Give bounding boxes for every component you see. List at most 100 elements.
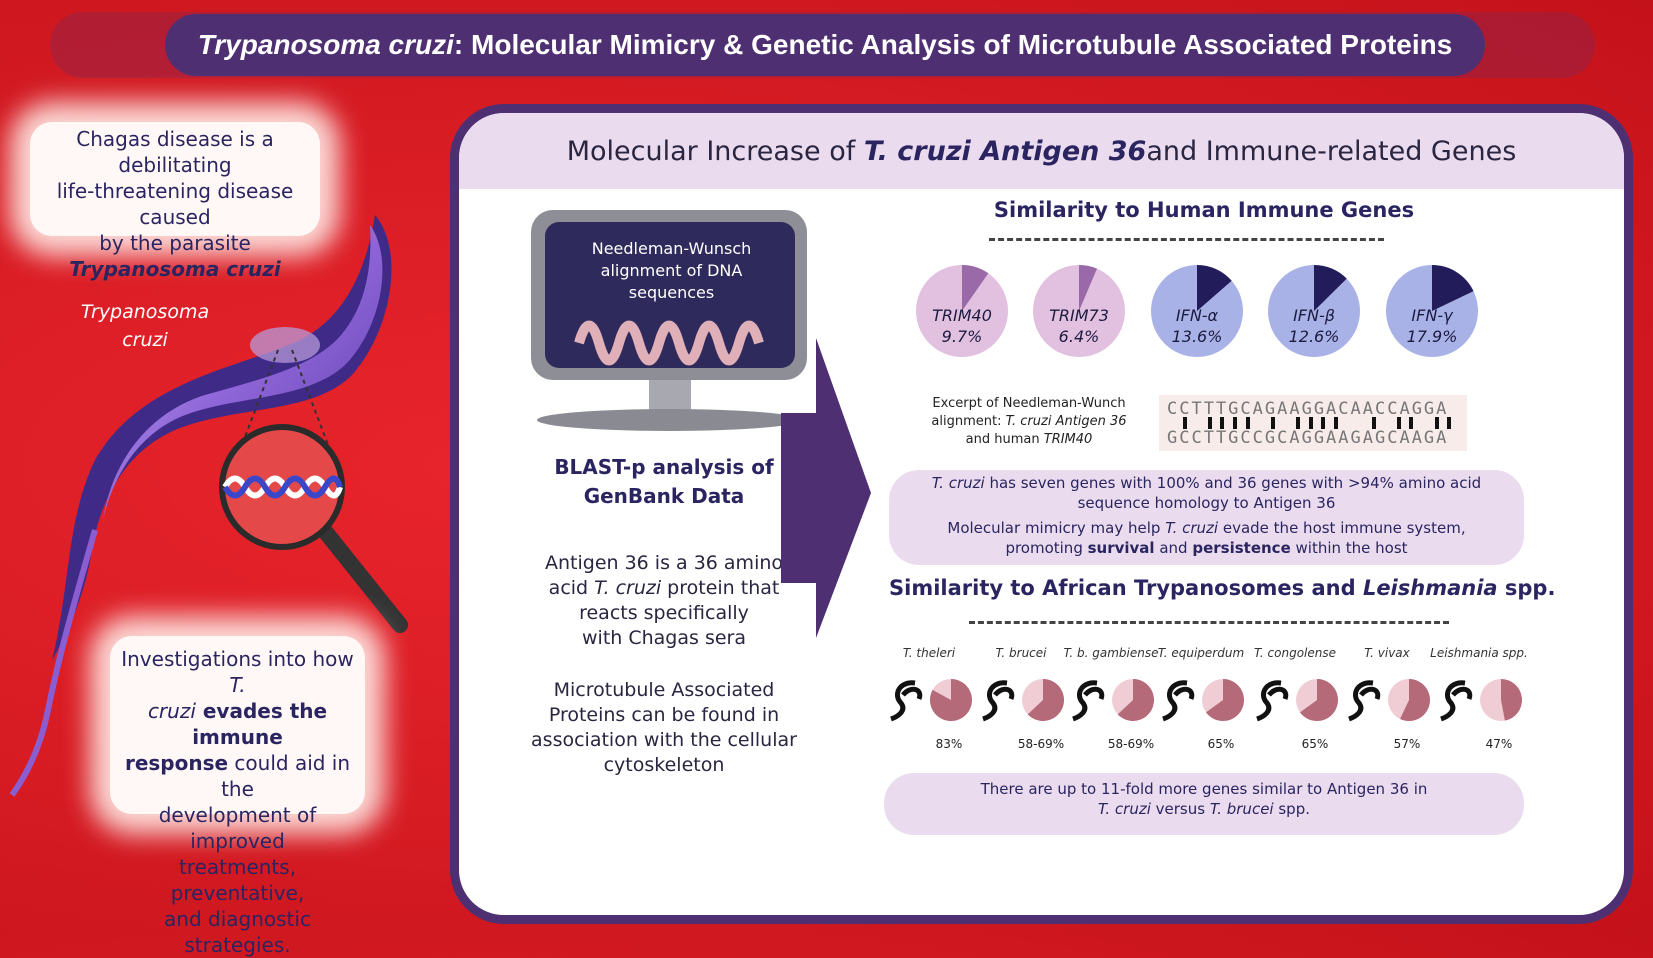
immune-title: Similarity to Human Immune Genes [993, 198, 1415, 222]
pie-slice [962, 265, 989, 311]
match-bar [1270, 417, 1275, 429]
title-rest: : Molecular Mimicry & Genetic Analysis o… [453, 29, 1453, 60]
intro-line: life-threatening disease caused [56, 179, 294, 229]
investigation-line: response could aid in the [110, 750, 365, 802]
investigation-line: Investigations into how T. [110, 646, 365, 698]
alignment-caption-text: alignment: [931, 414, 1006, 429]
trypanosome-icon [1440, 680, 1473, 722]
trypanosome-icon [1162, 680, 1195, 722]
map-line: association with the cellular [531, 729, 797, 751]
antigen-description: Antigen 36 is a 36 amino acid T. cruzi p… [514, 551, 814, 651]
match-bar [1182, 417, 1187, 429]
match-bars [1167, 417, 1467, 431]
dna-strand [222, 475, 343, 499]
alignment-caption-text: and human [965, 432, 1044, 447]
match-bar [1434, 417, 1439, 429]
blast-line: BLAST-p analysis of [554, 455, 774, 479]
pie-slice [1117, 679, 1154, 721]
antigen-line: reacts specifically [579, 602, 749, 624]
species-pie-chart [1256, 679, 1338, 722]
gene-name: IFN-α [1175, 306, 1219, 325]
alignment-caption-line: alignment: T. cruzi Antigen 36 [919, 413, 1139, 431]
antigen-italic: T. cruzi [594, 577, 662, 599]
tryp-divider [969, 621, 1449, 624]
dna-helix-icon [574, 320, 764, 366]
investigation-italic: T. [229, 673, 246, 697]
species-name: T. b. gambiense [1063, 646, 1159, 660]
match-bar [1220, 417, 1225, 429]
parasite-label-line: Trypanosoma [80, 301, 210, 323]
gene-percent: 9.7% [941, 327, 983, 346]
fold-line: T. cruzi versus T. brucei spp. [884, 799, 1524, 819]
tryp-title: Similarity to African Trypanosomes and L… [889, 576, 1555, 600]
species-name: T. vivax [1364, 646, 1410, 660]
species-percent: 58-69% [1017, 737, 1065, 751]
map-description: Microtubule Associated Proteins can be f… [514, 678, 814, 778]
panel-title-antigen: T. cruzi Antigen 36 [863, 135, 1147, 167]
homology-text: has seven genes with 100% and 36 genes w… [984, 474, 1482, 492]
species-pie-chart [1440, 679, 1522, 722]
trypanosome-illustration [9, 215, 408, 797]
sequence-bottom: GCCTTGCCGCAGGAAGAGCAAGA [1167, 428, 1449, 448]
species-pie-chart [982, 679, 1064, 722]
homology-italic: T. cruzi [1165, 519, 1219, 537]
match-bar [1447, 417, 1452, 429]
species-percent: 58-69% [1107, 737, 1155, 751]
page-title: Trypanosoma cruzi: Molecular Mimicry & G… [165, 14, 1485, 76]
antigen-line: with Chagas sera [582, 627, 746, 649]
pie-slice [1027, 679, 1064, 721]
homology-pill: T. cruzi has seven genes with 100% and 3… [889, 470, 1524, 565]
species-name: T. congolense [1254, 646, 1336, 660]
match-bar [1296, 417, 1300, 429]
map-line: Proteins can be found in [548, 704, 780, 726]
pie-slice [1197, 265, 1232, 311]
monitor-line: alignment of DNA [600, 261, 743, 280]
antigen-text: protein that [661, 577, 780, 599]
arrow-shape [781, 338, 871, 638]
species-percent: 57% [1393, 737, 1421, 751]
monitor-base [537, 409, 801, 431]
species-name: Leishmania spp. [1430, 646, 1528, 660]
pie-slice [1079, 265, 1098, 311]
species-percent: 65% [1301, 737, 1329, 751]
homology-italic: T. cruzi [931, 474, 985, 492]
main-panel: Molecular Increase of T. cruzi Antigen 3… [450, 104, 1633, 924]
match-bar [1308, 417, 1313, 429]
investigation-text: Investigations into how [121, 647, 354, 671]
match-bar [1333, 417, 1338, 429]
homology-line: Molecular mimicry may help T. cruzi evad… [889, 518, 1524, 538]
magnifier-handle [312, 517, 408, 633]
monitor-line: Needleman-Wunsch [591, 239, 752, 258]
alignment-caption-line: and human TRIM40 [919, 431, 1139, 449]
tryp-title-text: Similarity to African Trypanosomes and [889, 576, 1363, 600]
species-pie-chart [1348, 679, 1430, 722]
intro-line: Chagas disease is a debilitating [76, 127, 274, 177]
alignment-caption-italic: TRIM40 [1043, 432, 1093, 447]
gene-name: TRIM40 [932, 306, 992, 325]
pie-slice [1400, 679, 1430, 721]
trypanosome-icon [1348, 680, 1381, 722]
monitor-text: Needleman-Wunsch alignment of DNA sequen… [559, 238, 784, 304]
homology-line: sequence homology to Antigen 36 [1077, 494, 1336, 512]
species-percent: 65% [1207, 737, 1235, 751]
species-percent: 83% [935, 737, 963, 751]
tryp-title-text: spp. [1497, 576, 1556, 600]
sequence-box: CCTTTGCAGAAGGACAACCAGGA GCCTTGCCGCAGGAAG… [1159, 395, 1467, 451]
trypanosome-icon [890, 680, 923, 722]
tryp-title-italic: Leishmania [1362, 576, 1498, 600]
fold-pill: There are up to 11-fold more genes simil… [884, 773, 1524, 835]
trypanosome-icon [1256, 680, 1289, 722]
match-bar [1207, 417, 1212, 429]
homology-text: evade the host immune system, [1218, 519, 1466, 537]
species-percent: 47% [1485, 737, 1513, 751]
antigen-line: acid T. cruzi protein that [514, 576, 814, 601]
match-bar [1321, 417, 1326, 429]
fold-text: spp. [1273, 800, 1310, 818]
investigation-italic: cruzi [147, 699, 196, 723]
